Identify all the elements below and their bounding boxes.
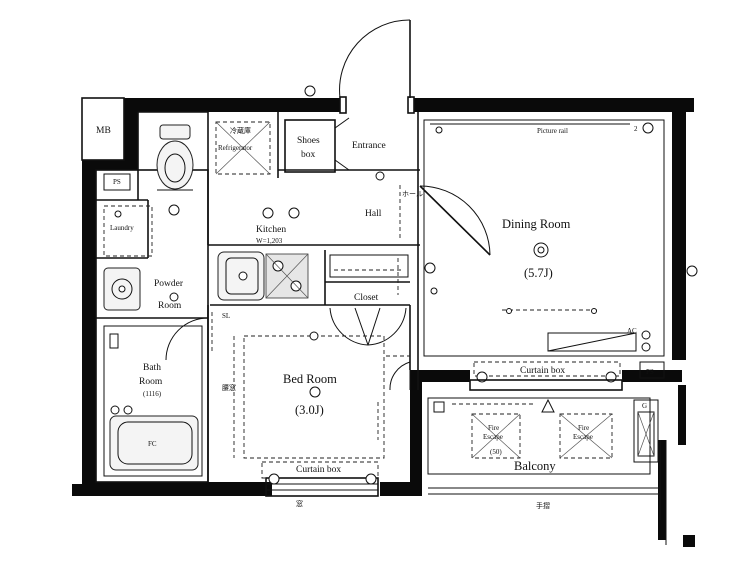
outdoor-light-icon (304, 85, 316, 97)
powder-room-label-2: Room (158, 301, 182, 311)
fc-mark: FC (148, 440, 157, 448)
shoes-box-label-2: box (301, 150, 316, 160)
dining-room-size: (5.7J) (524, 266, 553, 280)
laundry-area (103, 205, 153, 257)
bed-room-size: (3.0J) (295, 403, 324, 417)
toilet (156, 124, 194, 191)
fire-escape-label-1b: Escape (483, 433, 503, 441)
entrance-door[interactable] (339, 19, 415, 114)
bed-curtain-box-label: Curtain box (296, 465, 341, 475)
bath-room-size: (1116) (143, 390, 162, 398)
mb-label: MB (96, 126, 111, 136)
hint-hall: ホール (402, 190, 423, 198)
hint-window: 窓 (296, 499, 303, 508)
dining-door[interactable] (419, 185, 491, 256)
dining-room-label: Dining Room (502, 217, 571, 231)
shoes-box-doors[interactable] (334, 117, 350, 171)
hall-label: Hall (365, 209, 382, 219)
powder-room-label: Powder (154, 279, 184, 289)
ps-right-label: PS (646, 368, 654, 376)
bed-window[interactable] (265, 477, 379, 497)
closet-shelf (329, 254, 409, 278)
dining-curtain-box-label: Curtain box (520, 366, 565, 376)
kitchen-width: W=1,203 (256, 237, 283, 245)
ac-unit (547, 332, 637, 352)
shoes-box (284, 119, 336, 173)
ps-left-label: PS (113, 178, 121, 186)
dining-window[interactable] (469, 379, 623, 391)
sl-mark: SL (222, 312, 230, 320)
dining-curtain-box (473, 361, 621, 377)
powder-door[interactable] (165, 317, 209, 361)
fire-escape-size-1: (50) (490, 448, 502, 456)
fire-escape-label-2: Fire (578, 424, 589, 432)
fire-escape-label-2b: Escape (573, 433, 593, 441)
bed-ceiling-light-icon (309, 386, 321, 398)
mb-box (81, 97, 125, 161)
closet-label: Closet (354, 293, 379, 303)
gas-meter-box (633, 399, 659, 463)
refrigerator-label: Refrigerator (218, 144, 253, 152)
bedroom-door[interactable] (389, 361, 411, 391)
ref-mark: 冷蔵庫 (230, 126, 251, 135)
hint-balcony: 手摺 (536, 501, 550, 510)
laundry-label: Laundry (110, 224, 134, 232)
fire-escape-hatch-2[interactable] (559, 413, 613, 459)
balcony-label: Balcony (514, 459, 556, 473)
ac-label: AC (627, 327, 637, 335)
bath-room-label-2: Room (139, 377, 163, 387)
gas-label: G (642, 402, 647, 410)
fire-escape-hatch-1[interactable] (471, 413, 521, 459)
hint-bed: 腰窓 (222, 383, 236, 392)
exterior-walls (72, 98, 695, 547)
balcony: Fire Escape (50) Fire Escape Balcony G 手… (427, 397, 660, 510)
dining-room: Picture rail 2 Dining Room (5.7J) AC (423, 119, 698, 357)
ps-right-box (639, 361, 665, 379)
entrance-label: Entrance (352, 141, 386, 151)
closet-door[interactable] (329, 307, 407, 346)
shoes-box-label: Shoes (297, 136, 320, 146)
bath-room-label: Bath (143, 363, 161, 373)
refrigerator-space (215, 121, 271, 175)
bathtub (109, 415, 199, 471)
picture-rail-label: Picture rail (537, 127, 568, 135)
bed-room-label: Bed Room (283, 372, 337, 386)
outlet-icon (642, 122, 654, 134)
kitchen-label: Kitchen (256, 225, 286, 235)
bathtub-area (103, 325, 203, 477)
fire-escape-label-1: Fire (488, 424, 499, 432)
label-number-2: 2 (634, 125, 638, 133)
